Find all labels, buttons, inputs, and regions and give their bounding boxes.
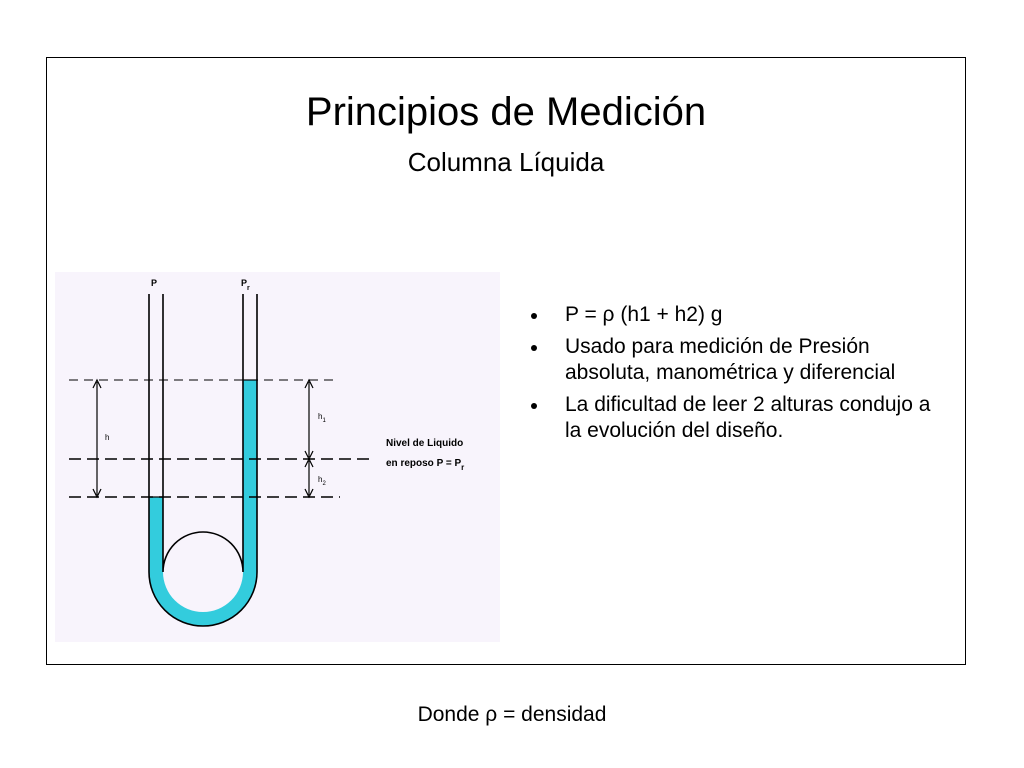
bullet-list: P = ρ (h1 + h2) g Usado para medición de…	[527, 302, 947, 450]
pr-label-sub: r	[247, 285, 250, 292]
pr-label-base: P	[241, 278, 247, 288]
h1-arrow-top	[304, 378, 314, 389]
diagram-background	[55, 272, 500, 642]
h2-arrow-bottom	[304, 488, 314, 499]
bullet-text: La dificultad de leer 2 alturas condujo …	[565, 393, 931, 442]
h-arrow-bottom	[92, 488, 102, 499]
nivel-label-line2-base: en reposo P = P	[386, 458, 461, 469]
u-tube-inner-wall	[162, 294, 244, 573]
h-label: h	[105, 433, 109, 442]
u-tube-manometer-diagram: P Pr h h1 h2 Nivel de Liquido en reposo …	[55, 272, 500, 642]
bullet-dot	[531, 313, 537, 319]
p-label: P	[151, 278, 157, 288]
pr-label: Pr	[241, 278, 250, 292]
bullet-dot	[531, 403, 537, 409]
h2-label-sub: 2	[322, 481, 326, 487]
nivel-label-line1: Nivel de Liquido	[386, 438, 463, 449]
bullet-text: P = ρ (h1 + h2) g	[565, 303, 723, 326]
h1-label: h1	[318, 412, 326, 424]
h2-arrow-top	[304, 457, 314, 468]
u-tube-outer-wall	[148, 294, 258, 627]
nivel-label-line2: en reposo P = Pr	[386, 458, 464, 472]
liquid-column	[149, 380, 257, 626]
slide-title: Principios de Medición	[305, 90, 707, 134]
bullet-item: P = ρ (h1 + h2) g	[527, 302, 947, 328]
h2-label-base: h	[318, 475, 322, 484]
bullet-text: Usado para medición de Presión absoluta,…	[565, 335, 896, 384]
slide-subtitle: Columna Líquida	[407, 147, 605, 177]
h-arrow-top	[92, 378, 102, 389]
bullet-dot	[531, 345, 537, 351]
nivel-label-sub: r	[461, 463, 464, 472]
h1-label-base: h	[318, 412, 322, 421]
h2-label: h2	[318, 475, 326, 487]
h1-label-sub: 1	[322, 418, 326, 424]
bullet-item: La dificultad de leer 2 alturas condujo …	[527, 392, 947, 444]
footer-note: Donde ρ = densidad	[417, 703, 607, 726]
slide-frame: Principios de Medición Columna Líquida P…	[46, 57, 966, 665]
bullet-item: Usado para medición de Presión absoluta,…	[527, 334, 947, 386]
